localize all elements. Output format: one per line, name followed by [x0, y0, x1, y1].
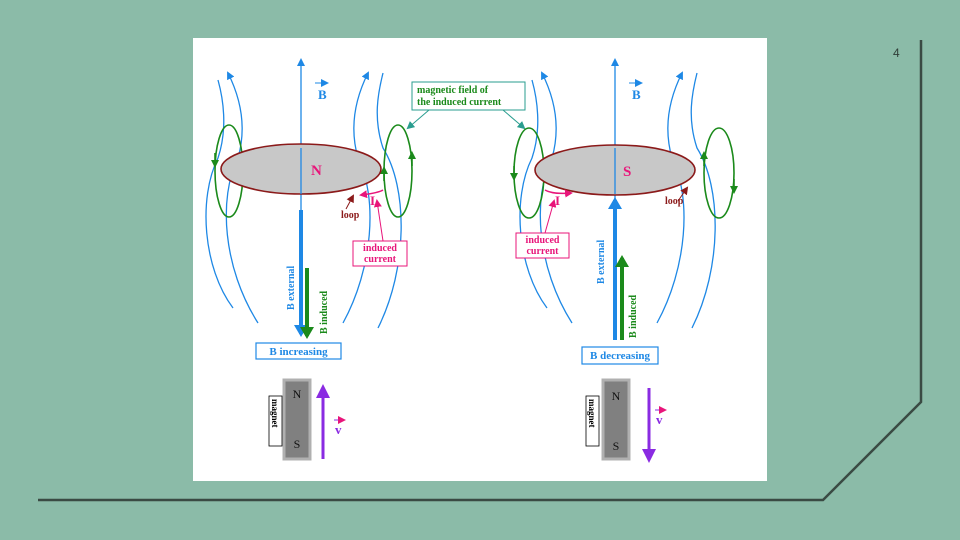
left-induced-current-pointer	[373, 199, 384, 242]
right-magnet-south: S	[613, 439, 620, 453]
callout-box	[411, 81, 526, 111]
callout-pointer-left	[406, 109, 430, 130]
right-loop-label: loop	[665, 196, 684, 207]
callout-line1: magnetic field of	[417, 85, 489, 96]
left-b-external-label: B external	[286, 266, 297, 310]
left-magnet-tag	[268, 395, 283, 447]
left-state-box	[255, 342, 342, 360]
right-magnet-bar	[601, 378, 631, 461]
diagram-canvas: B N I loop induced current B external B	[205, 58, 738, 463]
right-induced-current-line2: current	[526, 246, 559, 257]
right-pole-label: S	[623, 164, 631, 180]
right-induced-current-box	[515, 232, 570, 259]
left-b-induced-label: B induced	[319, 290, 330, 334]
right-state-box	[581, 346, 659, 365]
right-panel: B S I loop induced current B external B …	[510, 58, 738, 463]
left-current-label: I	[370, 193, 375, 208]
left-b-field-label: B	[315, 79, 329, 102]
right-velocity-label: v	[656, 412, 663, 427]
left-magnet-bar	[282, 378, 312, 461]
right-induced-current-line1: induced	[526, 235, 560, 246]
right-b-label: B	[632, 87, 641, 102]
induced-field-callout: magnetic field of the induced current	[406, 81, 526, 130]
left-loop-pointer	[345, 194, 354, 210]
left-magnet-south: S	[294, 437, 301, 451]
left-velocity-label: v	[335, 422, 342, 437]
right-b-field-label: B	[629, 79, 643, 102]
slide-number: 4	[893, 46, 900, 60]
left-magnet-north: N	[293, 387, 302, 401]
left-induced-current-box	[352, 240, 408, 267]
right-magnet-north: N	[612, 389, 621, 403]
right-state-label: B decreasing	[590, 350, 650, 362]
left-state-label: B increasing	[269, 346, 328, 358]
right-b-induced-label: B induced	[628, 294, 639, 338]
induction-diagram: B N I loop induced current B external B	[193, 38, 767, 481]
right-magnet-tag-label: magnet	[587, 399, 597, 428]
callout-line2: the induced current	[417, 97, 502, 108]
left-loop-label: loop	[341, 210, 360, 221]
right-magnet-tag	[585, 395, 600, 447]
right-b-external-label: B external	[596, 240, 607, 284]
right-induced-current-pointer	[544, 199, 557, 234]
left-current-arrow	[359, 189, 384, 199]
left-pole-label: N	[311, 163, 322, 179]
callout-pointer-right	[502, 109, 526, 130]
right-current-label: I	[555, 193, 560, 208]
right-loop-pointer	[677, 186, 689, 202]
left-induced-current-line1: induced	[363, 243, 397, 254]
left-induced-current-line2: current	[364, 254, 397, 265]
left-panel: B N I loop induced current B external B	[205, 58, 416, 461]
left-b-label: B	[318, 87, 327, 102]
left-magnet-tag-label: magnet	[270, 399, 280, 428]
right-current-arrow	[544, 189, 573, 198]
